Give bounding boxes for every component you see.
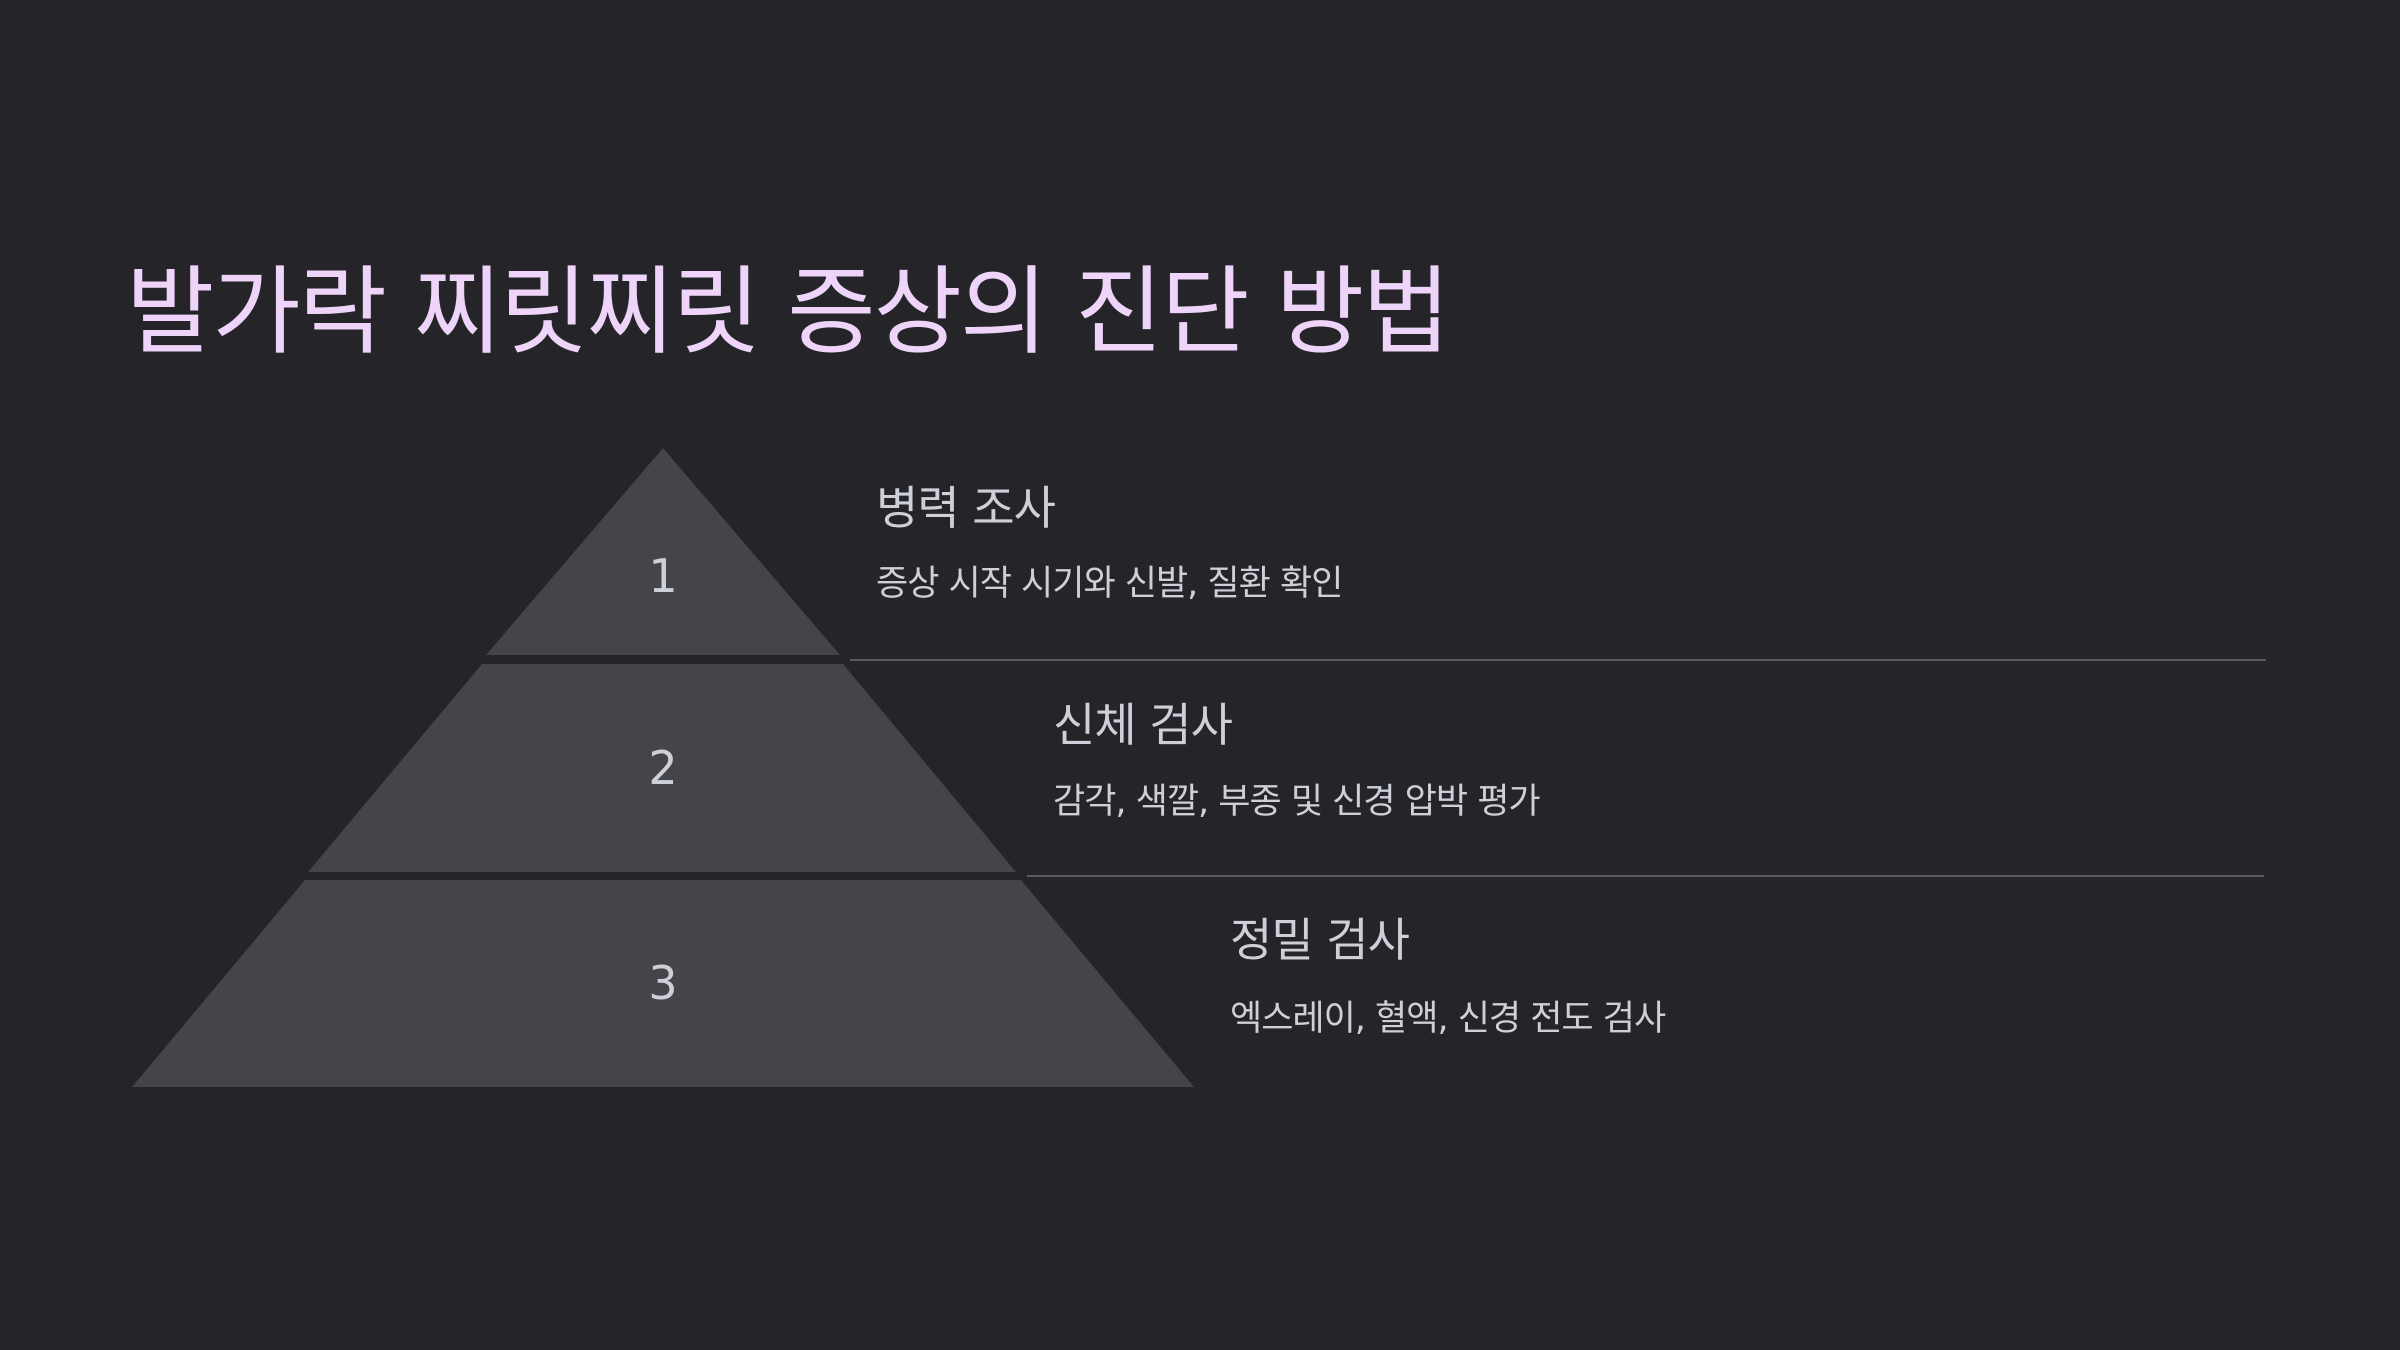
pyramid-level-1-number: 1 — [648, 549, 678, 603]
divider-2 — [1027, 875, 2264, 877]
divider-1 — [850, 659, 2266, 661]
page-title: 발가락 찌릿찌릿 증상의 진단 방법 — [126, 256, 1451, 368]
level-1-description: 증상 시작 시기와 신발, 질환 확인 — [876, 564, 1343, 604]
pyramid-level-3-shape — [132, 880, 1194, 1087]
pyramid-level-1-shape — [486, 448, 840, 655]
level-2-title: 신체 검사 — [1053, 698, 1233, 752]
level-1-title: 병력 조사 — [876, 481, 1056, 535]
pyramid-level-2-number: 2 — [648, 741, 678, 795]
level-3-title: 정밀 검사 — [1230, 913, 1410, 967]
pyramid-level-2-shape — [308, 664, 1016, 872]
pyramid-level-3-number: 3 — [648, 956, 678, 1010]
level-2-description: 감각, 색깔, 부종 및 신경 압박 평가 — [1053, 782, 1541, 822]
level-3-description: 엑스레이, 혈액, 신경 전도 검사 — [1230, 999, 1666, 1039]
